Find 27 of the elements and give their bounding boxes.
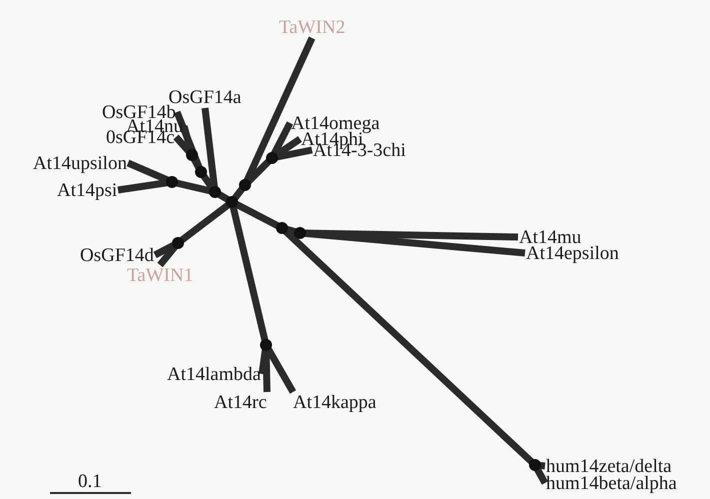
branch-point xyxy=(294,227,306,239)
scale-value: 0.1 xyxy=(78,472,102,491)
leaf-label: OsGF14d xyxy=(80,246,154,264)
branch-point xyxy=(166,176,178,188)
branch-point xyxy=(239,179,251,191)
leaf-label: At14omega xyxy=(291,114,380,132)
leaf-label: At14upsilon xyxy=(33,154,127,172)
leaf-label: TaWIN2 xyxy=(279,18,346,37)
branch-point xyxy=(186,149,198,161)
branch-point xyxy=(172,237,184,249)
branch-point xyxy=(226,196,238,208)
leaf-label: At14kappa xyxy=(293,393,376,412)
leaf-label: hum14beta/alpha xyxy=(546,474,677,492)
leaf-label: OsGF14a xyxy=(168,88,242,107)
leaf-label: At14lambda xyxy=(167,364,261,384)
leaf-label: hum14zeta/delta xyxy=(546,456,672,476)
branch-point xyxy=(276,222,288,234)
branch-point xyxy=(266,152,278,164)
branch-point xyxy=(195,166,207,178)
branch-point xyxy=(260,339,272,351)
leaf-label: At14psi xyxy=(57,180,118,200)
leaf-label: TaWIN1 xyxy=(127,266,194,285)
leaf-label: At14epsilon xyxy=(526,244,619,262)
leaf-label: At14mu xyxy=(519,228,582,246)
leaf-label: At14rc xyxy=(214,393,267,412)
branch-point xyxy=(209,186,221,198)
branch-point xyxy=(529,459,541,471)
